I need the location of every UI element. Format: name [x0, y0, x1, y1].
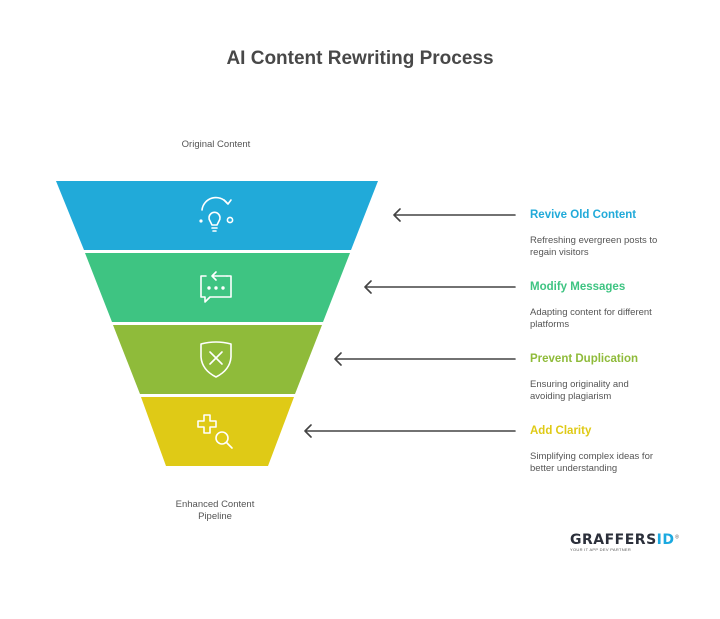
- stage-desc-line: Simplifying complex ideas for: [530, 451, 654, 462]
- output-label-line: Enhanced Content: [175, 499, 255, 510]
- arrow-revive: [393, 208, 516, 222]
- stage-desc-line: platforms: [530, 319, 570, 330]
- lightbulb-refresh-icon: [199, 196, 234, 232]
- stage-desc-line: avoiding plagiarism: [530, 391, 612, 402]
- stage-title-revive: Revive Old Content: [530, 209, 637, 221]
- arrow-clarity: [304, 424, 516, 438]
- stage-title-modify: Modify Messages: [530, 281, 626, 293]
- graffersid-logo: GRAFFERSID® YOUR IT APP DEV PARTNER: [570, 532, 680, 556]
- message-swap-icon: [200, 271, 232, 303]
- logo-accent-text: ID: [656, 532, 675, 548]
- logo-main-text: GRAFFERS: [570, 532, 657, 548]
- plus-search-icon: [197, 414, 233, 449]
- funnel-segment-clarity: [141, 397, 294, 466]
- shield-x-icon: [200, 341, 232, 378]
- diagram-title: AI Content Rewriting Process: [226, 48, 494, 69]
- stage-desc-prevent: Ensuring originality and avoiding plagia…: [530, 379, 680, 403]
- funnel-input-label: Original Content: [181, 139, 251, 150]
- logo-tagline: YOUR IT APP DEV PARTNER: [570, 547, 632, 552]
- funnel-output-label: Enhanced Content Pipeline: [115, 499, 315, 523]
- arrow-modify: [364, 280, 516, 294]
- logo-wordmark: GRAFFERSID®: [570, 532, 680, 548]
- stage-title-clarity: Add Clarity: [530, 425, 592, 437]
- funnel-segment-revive: [56, 181, 378, 250]
- stage-desc-clarity: Simplifying complex ideas for better und…: [530, 451, 680, 475]
- stage-desc-line: Adapting content for different: [530, 307, 652, 318]
- stage-desc-line: better understanding: [530, 463, 618, 474]
- stage-desc-revive: Refreshing evergreen posts to regain vis…: [530, 235, 680, 259]
- stage-desc-modify: Adapting content for different platforms: [530, 307, 680, 331]
- logo-registered-mark: ®: [674, 534, 681, 541]
- stage-title-prevent: Prevent Duplication: [530, 353, 638, 365]
- stage-desc-line: Refreshing evergreen posts to: [530, 235, 658, 246]
- arrow-prevent: [334, 352, 516, 366]
- output-label-line: Pipeline: [198, 511, 232, 522]
- stage-desc-line: Ensuring originality and: [530, 379, 629, 390]
- stage-desc-line: regain visitors: [530, 247, 589, 258]
